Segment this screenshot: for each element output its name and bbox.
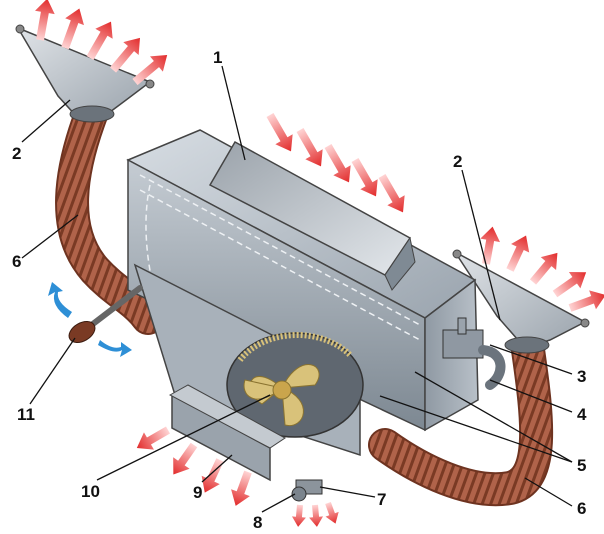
label-2-left: 2 [12, 144, 22, 163]
label-2-right: 2 [453, 152, 463, 171]
left-hose [55, 95, 165, 335]
blower-fan [226, 332, 364, 438]
right-hose [368, 333, 554, 507]
label-5: 5 [577, 456, 587, 475]
coolant-fittings [442, 317, 506, 390]
left-air-funnel [15, 24, 155, 123]
right-air-funnel [452, 249, 590, 354]
leader-lines [21, 65, 573, 513]
air-intake-flap [208, 140, 416, 291]
label-10: 10 [81, 482, 100, 501]
label-7: 7 [377, 490, 387, 509]
label-9: 9 [193, 483, 203, 502]
label-8: 8 [253, 513, 263, 532]
airflow-arrows [35, 0, 604, 527]
label-1: 1 [213, 48, 223, 67]
label-3: 3 [577, 367, 587, 386]
rotation-arrows [48, 282, 132, 357]
label-6-right: 6 [577, 499, 587, 518]
label-4: 4 [577, 405, 587, 424]
label-11: 11 [17, 405, 35, 424]
drain-valve [291, 479, 323, 502]
control-lever [68, 285, 143, 343]
label-6-left: 6 [12, 252, 22, 271]
